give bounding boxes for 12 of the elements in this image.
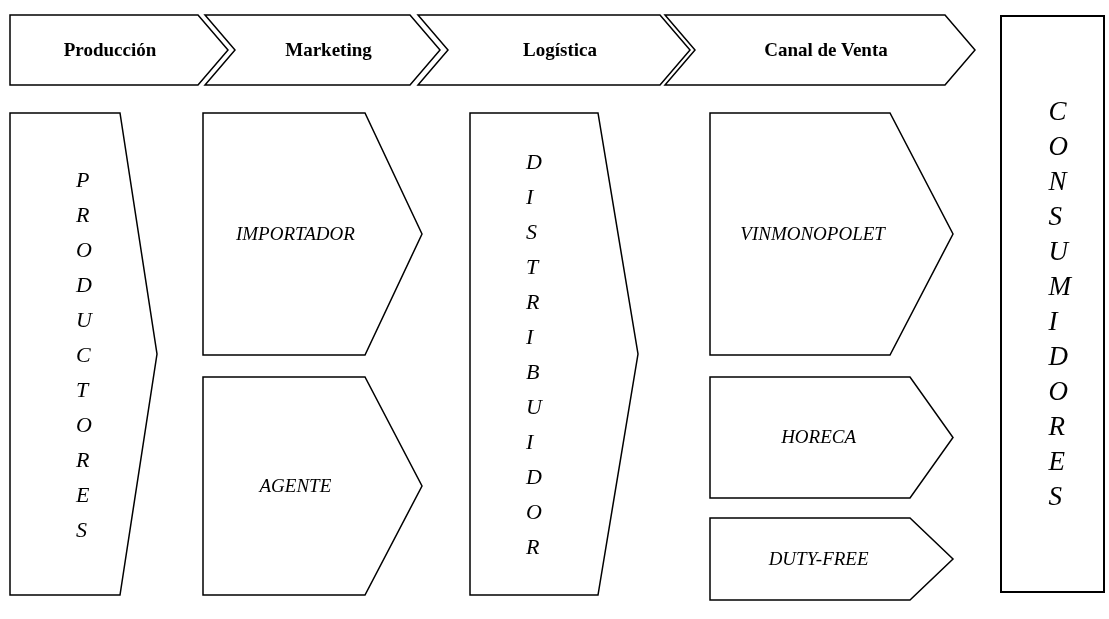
vertical-label: CONSUMIDORES [1047, 95, 1071, 513]
stage-title: Logística [523, 37, 597, 62]
vertical-label: DISTRIBUIDOR [525, 148, 544, 561]
stage-title: Producción [63, 37, 157, 62]
node-label: HORECA [781, 425, 857, 450]
stage-title: Canal de Venta [764, 37, 888, 62]
node-label: AGENTE [259, 473, 332, 498]
stage-title: Marketing [285, 37, 372, 62]
vertical-label: PRODUCTORES [75, 165, 94, 544]
node-label: IMPORTADOR [235, 221, 355, 246]
node-label: VINMONOPOLET [740, 221, 885, 246]
node-label: DUTY-FREE [768, 546, 869, 571]
